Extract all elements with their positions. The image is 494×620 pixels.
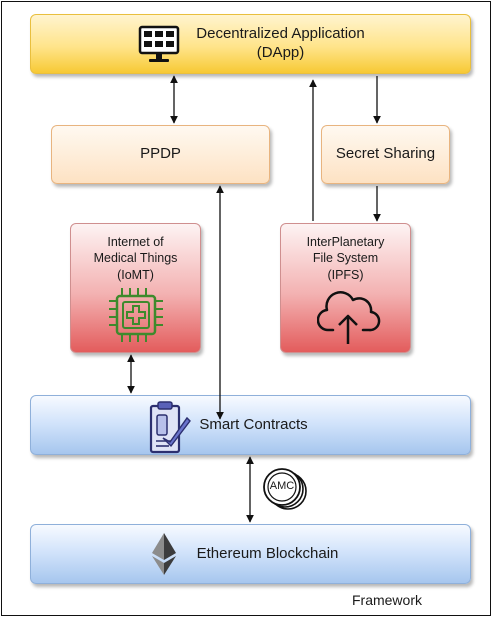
cloud-upload-icon: [317, 291, 381, 344]
secret-sharing-label: Secret Sharing: [335, 145, 436, 163]
iomt-label-line1: Internet of: [107, 235, 164, 249]
ipfs-box: InterPlanetary File System (IPFS): [280, 223, 411, 353]
iomt-label: Internet of Medical Things (IoMT): [94, 234, 178, 283]
dapp-subtitle: (DApp): [256, 44, 305, 61]
ethereum-label: Ethereum Blockchain: [196, 544, 339, 562]
ipfs-label-line3: (IPFS): [327, 267, 364, 282]
contract-clipboard-icon: [149, 401, 191, 454]
monitor-dashboard-icon: [138, 25, 180, 62]
ipfs-label: InterPlanetary File System (IPFS): [307, 234, 385, 283]
coin-stack-icon: AMC: [260, 463, 308, 513]
ppdp-label: PPDP: [140, 145, 181, 163]
medical-chip-icon: [109, 288, 163, 342]
dapp-box: Decentralized Application (DApp): [30, 14, 471, 74]
secret-sharing-box: Secret Sharing: [321, 125, 450, 184]
framework-caption: Framework: [351, 592, 422, 608]
ethereum-box: Ethereum Blockchain: [30, 524, 471, 584]
ppdp-box: PPDP: [51, 125, 270, 184]
dapp-title: Decentralized Application: [196, 25, 365, 43]
smart-contracts-label: Smart Contracts: [199, 415, 308, 433]
iomt-box: Internet of Medical Things (IoMT): [70, 223, 201, 353]
iomt-label-line3: (IoMT): [117, 267, 154, 282]
coin-label: AMC: [269, 480, 295, 492]
ipfs-label-line1: InterPlanetary: [306, 235, 385, 249]
iomt-label-line2: Medical Things: [93, 251, 178, 266]
ethereum-diamond-icon: [152, 533, 176, 575]
ipfs-label-line2: File System: [312, 251, 379, 266]
dapp-label: Decentralized Application (DApp): [196, 25, 364, 63]
smart-contracts-box: Smart Contracts: [30, 395, 471, 455]
